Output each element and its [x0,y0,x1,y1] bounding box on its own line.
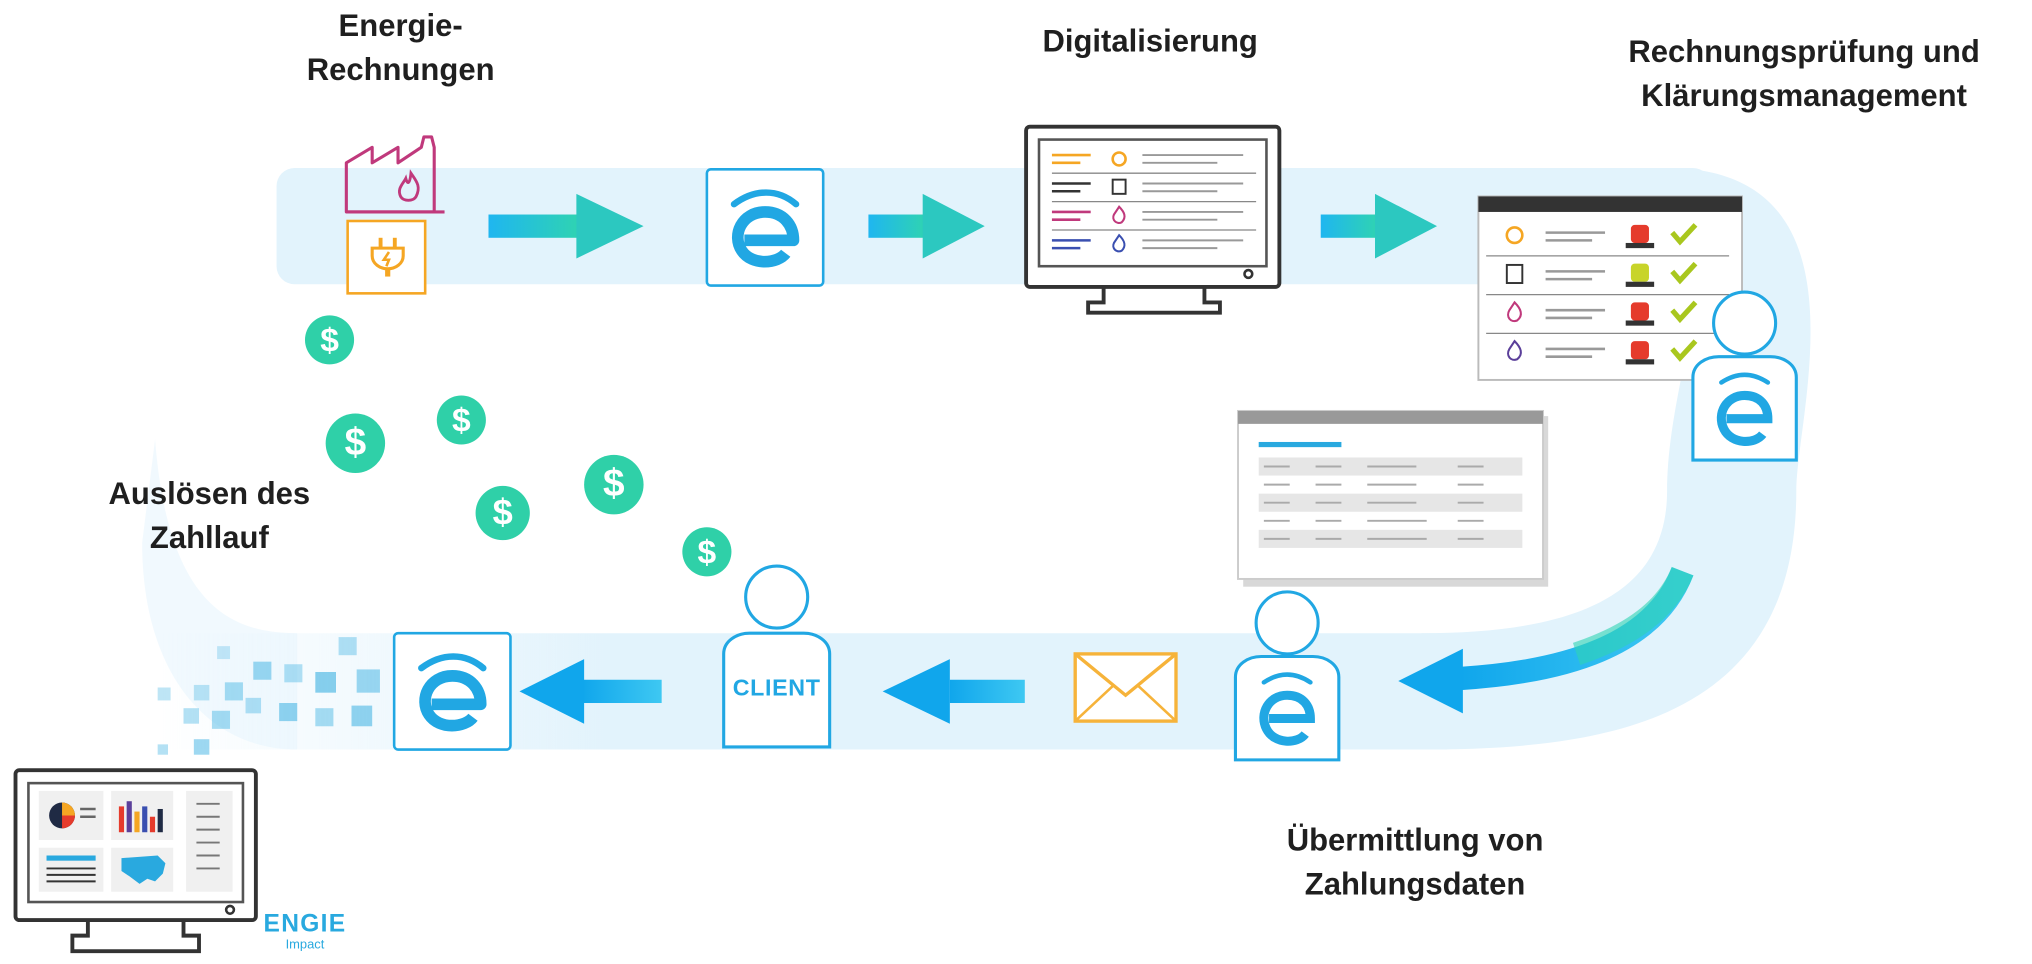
left-curve-band [142,439,298,750]
dollar-sign: $ [492,492,513,533]
person-icon [1712,290,1778,356]
arrow-3 [1320,193,1438,259]
label-payment-data: Übermittlung von Zahlungsdaten [1254,819,1577,907]
label-line: Energie- [338,9,463,44]
dollar-sign: $ [320,320,339,360]
brand-sub: Impact [285,938,325,953]
person-icon [1254,590,1320,656]
arrow-6 [519,659,662,724]
factory-flame-icon [344,135,445,214]
dollar-sign: $ [452,400,471,440]
dollar-coin-icon: $ [584,454,644,515]
envelope-icon [1073,652,1178,723]
arrow-1 [488,193,644,259]
engie-logo-box-1 [705,167,825,287]
invoice-checklist-icon [1477,195,1743,381]
engie-e-logo-icon [418,653,487,732]
checkmark-icon [1670,223,1698,246]
label-energy-bills: Energie- Rechnungen [284,5,517,93]
dollar-coin-icon: $ [436,395,486,445]
doc-row-power [1051,151,1244,167]
label-payment-run: Auslösen des Zahllauf [80,473,338,561]
alarm-light-icon [1630,224,1649,243]
dollar-coin-icon: $ [325,413,386,473]
monitor-icon [1024,124,1282,315]
person-icon [722,564,832,749]
label-line: Auslösen des [108,476,311,512]
dollar-coin-icon: $ [475,485,530,541]
label-line: Rechnungen [306,52,495,88]
check-row-gas [1507,300,1698,326]
check-row-oil [1505,261,1698,287]
upper-flow-band [276,167,1712,285]
dollar-coin-icon: $ [682,527,732,577]
label-line: Übermittlung von [1286,823,1544,859]
label-line: Zahlungsdaten [1304,867,1526,903]
client-person: CLIENT [721,563,832,749]
doc-row-water [1051,233,1244,253]
engie-agent-right [1691,290,1798,462]
doc-row-gas [1051,205,1244,224]
electric-plug-icon [370,237,405,277]
doc-row-oil [1051,178,1244,195]
engie-agent-lower [1233,590,1341,762]
dollar-sign: $ [603,462,625,506]
pixel-squares [157,637,380,755]
curved-return-arrow [1398,566,1694,714]
label-line: Klärungsmanagement [1641,78,1967,114]
label-line: Zahllauf [149,520,269,556]
label-line: Digitalisierung [1042,24,1258,60]
check-row-water [1507,339,1698,365]
us-map-icon [121,855,166,884]
brand-name: ENGIE [263,911,347,939]
client-badge: CLIENT [732,674,821,701]
check-row-power [1505,223,1698,249]
arrow-5 [882,659,1025,724]
engie-e-logo-icon [730,189,800,268]
engie-logo-box-2 [392,631,512,751]
arrow-2 [868,193,985,259]
label-line: Rechnungsprüfung und [1628,34,1980,70]
label-digitalization: Digitalisierung [1008,21,1292,65]
dollar-sign: $ [697,532,717,572]
dashboard-monitor-icon [13,768,258,954]
report-table-icon [1237,409,1549,587]
electricity-bill-box [346,219,427,295]
label-invoice-audit: Rechnungsprüfung und Klärungsmanagement [1597,31,2011,119]
engie-impact-logo: ENGIE Impact [258,912,351,953]
dollar-sign: $ [344,421,367,464]
dollar-coin-icon: $ [304,315,355,365]
